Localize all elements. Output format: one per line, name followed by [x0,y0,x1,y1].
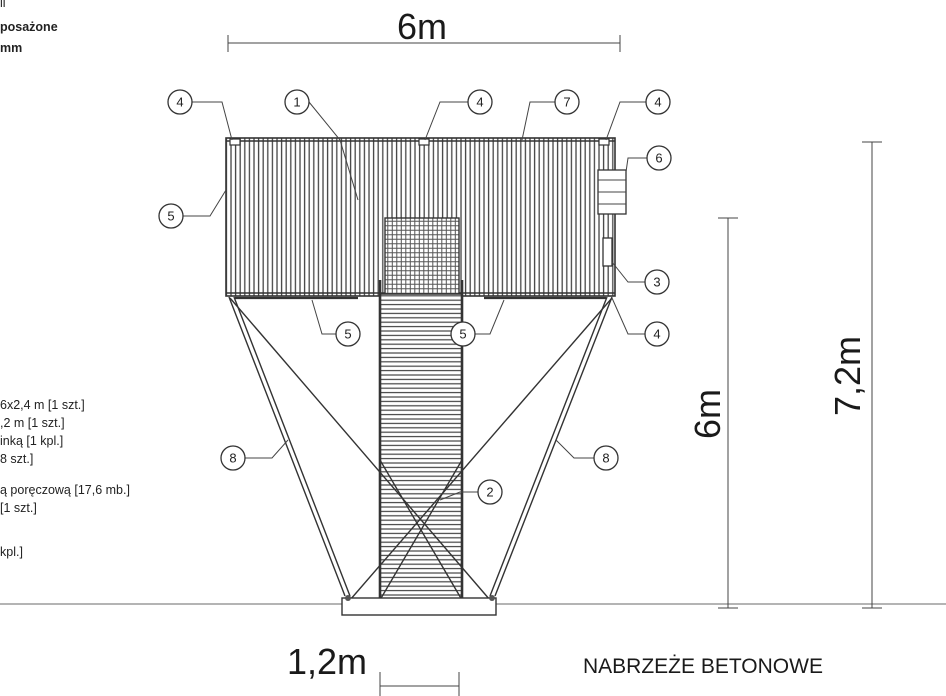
callout-5-bottom-right: 5 [450,321,476,347]
svg-text:1: 1 [293,95,300,110]
svg-text:4: 4 [176,95,183,110]
legend-item: kpl.] [0,545,23,559]
legend-item: 6x2,4 m [1 szt.] [0,398,85,412]
dimension-left-height-label: 6m [687,389,728,439]
dimension-top: 6m [227,6,621,52]
callout-2: 2 [477,479,503,505]
dimension-bottom: 1,2m [287,641,460,696]
svg-text:4: 4 [653,327,660,342]
mooring-frame [228,296,613,616]
callout-3: 3 [644,269,670,295]
gangway [378,217,464,607]
callout-6: 6 [646,145,672,171]
svg-text:5: 5 [459,327,466,342]
callout-leaders [183,101,647,501]
svg-text:6: 6 [655,151,662,166]
callout-4-right: 4 [644,321,670,347]
legend-item: ,2 m [1 szt.] [0,416,65,430]
svg-text:8: 8 [602,451,609,466]
legend-item: 8 szt.] [0,452,34,466]
legend-item: ą poręczową [17,6 mb.] [0,483,130,497]
svg-text:5: 5 [344,327,351,342]
callout-5-bottom-left: 5 [335,321,361,347]
dimension-left-height: 6m [687,217,738,609]
legend-top-line-3: mm [0,41,23,55]
legend-item: [1 szt.] [0,501,37,515]
legend-item: inką [1 kpl.] [0,434,64,448]
callout-4-top-left: 4 [167,89,193,115]
svg-text:4: 4 [476,95,483,110]
svg-text:3: 3 [653,275,660,290]
svg-text:8: 8 [229,451,236,466]
dimension-top-label: 6m [397,6,447,47]
legend-top-line-2: posażone [0,20,58,34]
dimension-right-height-label: 7,2m [827,336,868,416]
svg-text:4: 4 [654,95,661,110]
callout-4-top-center: 4 [467,89,493,115]
callout-7: 7 [554,89,580,115]
dimension-bottom-label: 1,2m [287,641,367,682]
callout-4-top-right: 4 [645,89,671,115]
callout-8-right: 8 [593,445,619,471]
svg-text:2: 2 [486,485,493,500]
callout-5-left: 5 [158,203,184,229]
callout-1: 1 [284,89,310,115]
quay-caption: NABRZEŻE BETONOWE [583,655,823,678]
dimension-right-height: 7,2m [827,141,882,609]
callout-8-left: 8 [220,445,246,471]
legend-top-line-1: ll [0,0,6,10]
svg-text:5: 5 [167,209,174,224]
svg-text:7: 7 [563,95,570,110]
